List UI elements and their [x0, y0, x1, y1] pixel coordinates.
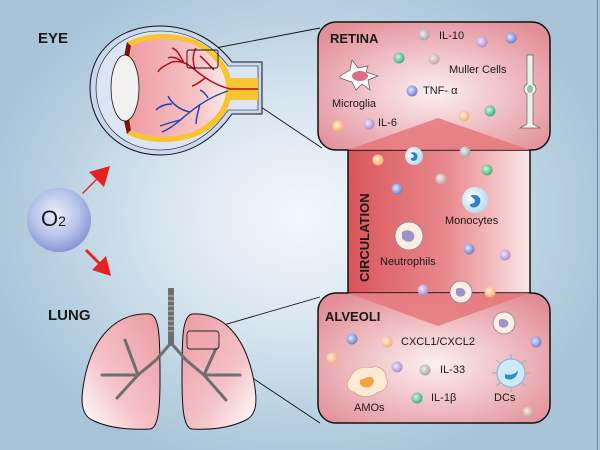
- cxcl-label: CXCL1/CXCL2: [401, 336, 475, 348]
- molecule-sphere: [406, 85, 418, 97]
- retina-title: RETINA: [330, 31, 379, 46]
- molecule-sphere: [417, 284, 429, 296]
- circulation-bottom-chevron: [348, 293, 530, 326]
- il10-label: IL-10: [439, 30, 465, 42]
- arrow-to-lung: [85, 249, 111, 276]
- trachea: [168, 288, 174, 346]
- tnf-alpha-label: TNF- α: [423, 85, 458, 97]
- molecule-sphere: [393, 52, 405, 64]
- neutrophils-label: Neutrophils: [380, 256, 436, 268]
- molecule-sphere: [363, 118, 375, 130]
- retinal-veins: [155, 89, 229, 133]
- molecule-sphere: [435, 173, 447, 185]
- oxygen-symbol: O: [41, 206, 59, 231]
- alveolar-macrophage-cell: [347, 366, 388, 397]
- oxygen-subscript: 2: [58, 213, 66, 229]
- oxygen-label: O2: [41, 206, 66, 232]
- molecule-sphere: [372, 154, 384, 166]
- left-lung: [81, 313, 161, 430]
- alveoli-title: ALVEOLI: [325, 309, 381, 324]
- molecule-sphere: [346, 333, 358, 345]
- muller-cell: [518, 54, 542, 129]
- molecule-sphere: [381, 336, 393, 348]
- molecule-sphere: [326, 352, 338, 364]
- molecule-sphere: [332, 120, 344, 132]
- molecule-sphere: [458, 110, 470, 122]
- molecule-sphere: [522, 406, 534, 418]
- molecule-sphere: [505, 32, 517, 44]
- monocyte-cell: [405, 147, 488, 213]
- circulation-top-chevron: [348, 118, 530, 150]
- retina-panel: [317, 21, 551, 151]
- molecule-sphere: [476, 36, 488, 48]
- il33-label: IL-33: [440, 364, 466, 376]
- molecule-sphere: [463, 243, 475, 255]
- arrow-to-eye: [82, 166, 110, 194]
- retina-zoom-box: [186, 49, 219, 69]
- microglia-cell: [339, 59, 380, 91]
- eye-retina-body: [131, 39, 226, 137]
- alveoli-zoom-box: [186, 330, 220, 350]
- lung-label: LUNG: [48, 307, 91, 324]
- circulation-title: CIRCULATION: [357, 193, 372, 282]
- eye-illustration: [89, 25, 263, 156]
- bronchi: [100, 338, 242, 402]
- eye-label: EYE: [38, 30, 69, 47]
- microglia-label: Microglia: [332, 98, 377, 110]
- il1b-label: IL-1β: [431, 392, 457, 404]
- dendritic-cell: [492, 354, 530, 392]
- molecule-sphere: [484, 286, 496, 298]
- molecule-sphere: [391, 361, 403, 373]
- eye-lens: [110, 54, 140, 122]
- monocytes-label: Monocytes: [445, 215, 499, 227]
- cytokine-molecules: [326, 29, 542, 418]
- molecule-sphere: [484, 105, 496, 117]
- molecule-sphere: [411, 392, 423, 404]
- molecule-sphere: [530, 336, 542, 348]
- muller-cells-label: Muller Cells: [449, 64, 507, 76]
- molecule-sphere: [391, 183, 403, 195]
- molecule-sphere: [418, 29, 430, 41]
- neutrophil-cell: [394, 221, 516, 335]
- amos-label: AMOs: [354, 402, 385, 414]
- molecule-sphere: [419, 364, 431, 376]
- molecule-sphere: [499, 249, 511, 261]
- molecule-sphere: [481, 164, 493, 176]
- oxygen-molecule: [27, 188, 91, 252]
- frame-edge: [597, 0, 598, 450]
- molecule-sphere: [428, 53, 440, 65]
- molecule-sphere: [459, 146, 471, 158]
- lung-illustration: [81, 288, 257, 430]
- il6-label: IL-6: [378, 117, 397, 129]
- dcs-label: DCs: [494, 392, 516, 404]
